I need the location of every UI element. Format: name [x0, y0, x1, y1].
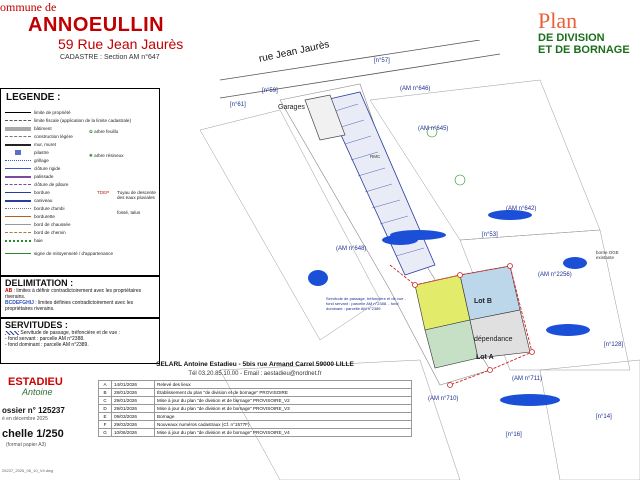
servitudes-line-2: - fond servant : parcelle AM n°2388.	[5, 336, 85, 342]
legend-item: palissade	[5, 174, 53, 179]
rmc-label: RMC	[370, 154, 381, 159]
legend-item: construction légère	[5, 134, 73, 139]
scale-format: (format papier A3)	[6, 442, 47, 448]
legend-item: bord de chemin	[5, 230, 66, 235]
file-name: 25237_2026_06_10_V4.dwg	[2, 468, 54, 473]
parcel-am642: (AM n°642)	[506, 206, 537, 212]
dossier-date: é en décembre 2025	[2, 416, 48, 422]
parcel-am2256: (AM n°2256)	[538, 272, 572, 278]
hatch-swatch	[5, 330, 19, 335]
surveyor-name: SELARL Antoine Estadieu - 5bis rue Arman…	[156, 361, 354, 368]
legend-item: limite fiscale (application de la limite…	[5, 118, 131, 123]
legend-item: grillage	[5, 158, 49, 163]
legend-item: bordure d'ambi	[5, 206, 65, 211]
legend-item: pilastre	[5, 150, 49, 156]
legend-item: bord de chaussée	[5, 222, 71, 227]
dependance-label: dépendance	[474, 336, 513, 343]
parcel-am710: (AM n°710)	[428, 396, 459, 402]
scale: chelle 1/250	[2, 428, 64, 440]
legend-item: clôture rigide	[5, 166, 60, 171]
servitudes-line-1: Servitude de passage, tréfoncière et de …	[5, 330, 159, 336]
town-name: ANNOEULLIN	[28, 14, 165, 36]
parcel-am648: (AM n°648)	[336, 246, 367, 252]
delimitation-title: DELIMITATION :	[5, 278, 74, 288]
company-logo-top: ESTADIEU	[8, 376, 63, 388]
surveyor-contact: Tél 03.20.85.10.00 - Email : aestadieu@n…	[188, 371, 322, 377]
legend-item: limite de propriété	[5, 110, 71, 115]
parcel-14: [n°14]	[596, 414, 612, 420]
legend-item: bordure	[5, 190, 50, 195]
parcel-128: [n°128]	[604, 342, 624, 348]
legend-item: haie	[5, 238, 43, 243]
legend-item: caniveau	[5, 198, 52, 203]
parcel-53: [n°53]	[482, 232, 498, 238]
parcel-61: [n°61]	[230, 102, 246, 108]
cadastre-ref: CADASTRE : Section AM n°647	[60, 54, 160, 61]
parcel-16: [n°16]	[506, 432, 522, 438]
legend-side-item: ✿ arbre feuillu	[89, 129, 119, 134]
commune-label: ommune de	[0, 0, 57, 14]
legend-side-item: ✺ arbre résineux	[89, 153, 124, 158]
servitudes-box: SERVITUDES : Servitude de passage, tréfo…	[0, 318, 160, 364]
plan-title-block: Plan DE DIVISION ET DE BORNAGE	[538, 8, 640, 57]
conifer-icon: ✺	[89, 153, 95, 158]
plan-title: Plan	[538, 8, 578, 33]
parcel-am645: (AM n°645)	[418, 126, 449, 132]
legend-item: bâtiment	[5, 126, 52, 131]
delimitation-box: DELIMITATION : AB : limites à définir co…	[0, 276, 160, 318]
servitudes-line-3: - fond dominant : parcelle AM n°2389.	[5, 342, 89, 348]
dossier-number: ossier n° 125237	[2, 406, 65, 415]
legend-box: LEGENDE : limite de propriété limite fis…	[0, 88, 160, 276]
legend-item: signe de mitoyenneté / d'appartenance	[5, 251, 113, 256]
company-logo-bottom: Antoine	[22, 387, 53, 397]
lot-b-label: Lot B	[474, 298, 492, 305]
legend-side-item: fossé, talus	[117, 210, 141, 215]
tree-icon: ✿	[89, 129, 95, 134]
legend-item: bordurette	[5, 214, 55, 219]
legend-item: mur, muret	[5, 142, 56, 147]
garages-label: Garages	[278, 104, 305, 111]
parcel-57: [n°57]	[374, 58, 390, 64]
legend-title: LEGENDE :	[6, 92, 61, 103]
legend-side-item: Tuyau de descente des eaux pluviales	[117, 190, 156, 200]
plan-subtitle-2: ET DE BORNAGE	[538, 44, 630, 56]
cadastral-map	[199, 40, 640, 480]
parcel-am711: (AM n°711)	[512, 376, 542, 382]
servitudes-title: SERVITUDES :	[5, 320, 68, 330]
lot-a-label: Lot A	[476, 354, 494, 361]
address: 59 Rue Jean Jaurès	[58, 36, 184, 52]
borne-label: borne OGE existante	[596, 250, 619, 260]
delimitation-line-2: BCDEFGHIJ : limites définies contradicto…	[5, 300, 134, 312]
parcel-am646: (AM n°646)	[400, 86, 431, 92]
parcel-59: [n°59]	[262, 88, 278, 94]
plan-subtitle-1: DE DIVISION	[538, 32, 605, 44]
tdep-code: TDEP	[97, 190, 110, 195]
legend-item: clôture de pâture	[5, 182, 68, 187]
servitude-note: Servitude de passage, tréfoncière et de …	[326, 296, 406, 311]
delimitation-line-1: AB : limites à définir contradictoiremen…	[5, 288, 142, 300]
